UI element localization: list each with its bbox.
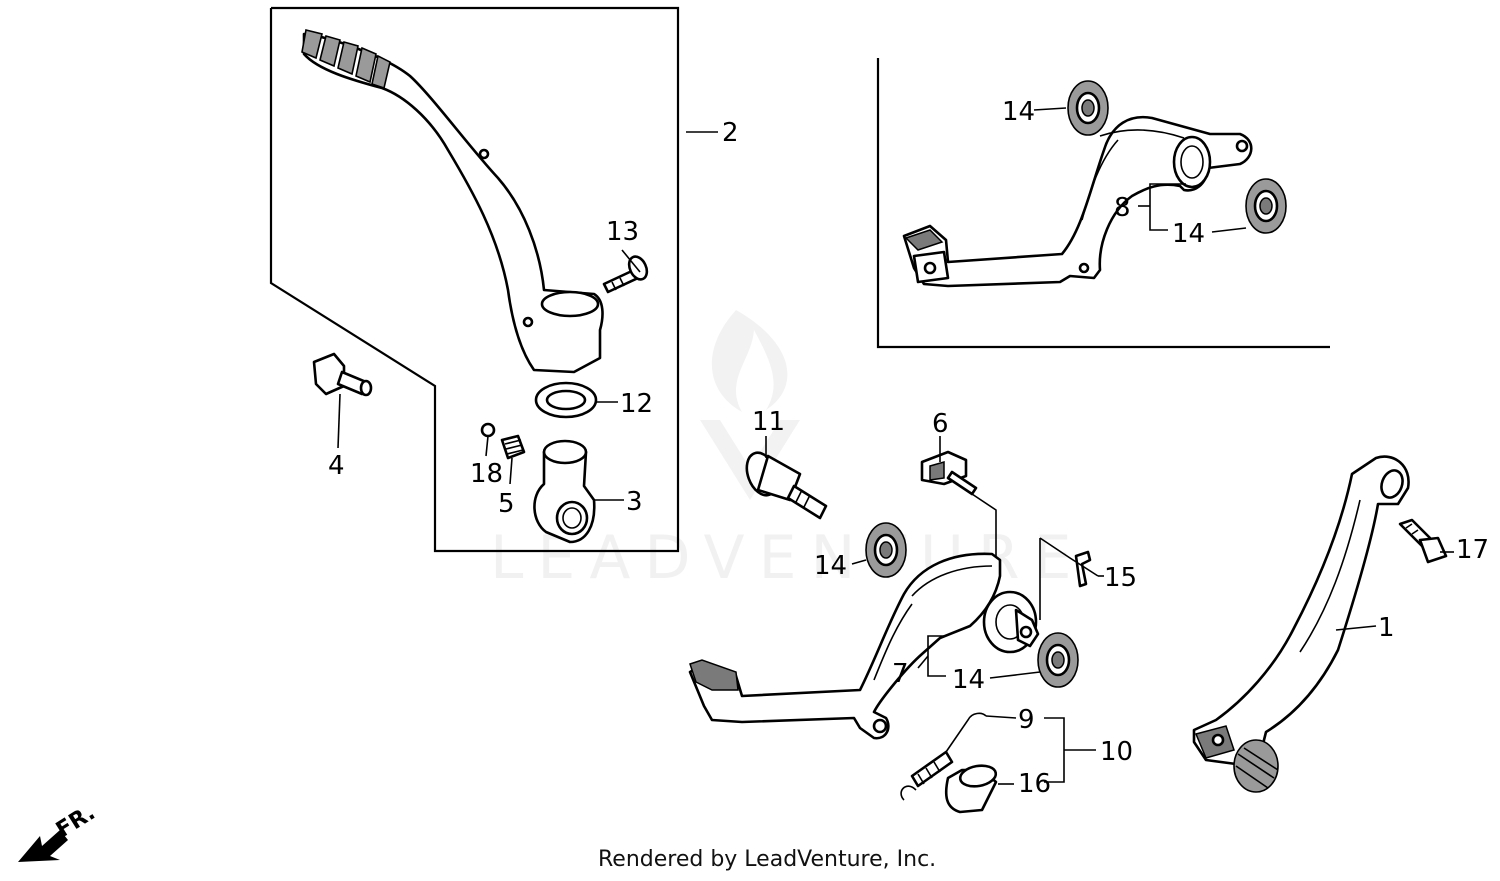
callout-5: 5 <box>498 489 515 519</box>
kick-starter-grip <box>301 29 391 90</box>
kick-starter-arm <box>301 29 604 374</box>
callout-17: 17 <box>1456 535 1489 565</box>
kick-spindle-3 <box>533 439 596 544</box>
brake-pedal-8 <box>902 115 1253 288</box>
bolt-13 <box>602 255 649 294</box>
leader-lines <box>337 107 1454 785</box>
front-direction-indicator: FR. <box>18 800 100 862</box>
callout-18: 18 <box>470 459 503 489</box>
flange-bolt-4 <box>312 352 373 397</box>
callout-8: 8 <box>1114 193 1131 223</box>
front-arrow-icon <box>18 830 68 862</box>
callout-6: 6 <box>932 409 949 439</box>
collar-16 <box>944 764 998 814</box>
callout-9: 9 <box>1018 705 1035 735</box>
bearing-14-upper <box>1067 80 1109 136</box>
callout-16: 16 <box>1018 769 1051 799</box>
callout-4: 4 <box>328 451 345 481</box>
callout-11: 11 <box>752 407 785 437</box>
callout-1: 1 <box>1378 613 1395 643</box>
bearing-14-right <box>1245 178 1287 234</box>
callout-12: 12 <box>620 389 653 419</box>
return-spring-9 <box>900 712 987 801</box>
footer-credit: Rendered by LeadVenture, Inc. <box>598 847 937 872</box>
joint-6 <box>920 450 978 496</box>
spring-5 <box>500 434 526 460</box>
callout-14-lower-right: 14 <box>952 665 985 695</box>
gear-shift-pedal-1 <box>1192 455 1410 793</box>
bearing-14-lower-left <box>865 522 907 578</box>
callout-13: 13 <box>606 217 639 247</box>
bolt-17 <box>1398 518 1448 564</box>
kickstarter-group-frame <box>269 6 680 553</box>
callout-7: 7 <box>892 659 909 689</box>
steel-ball-18 <box>480 422 496 438</box>
seal-12 <box>534 381 598 419</box>
callout-10: 10 <box>1100 737 1133 767</box>
callout-14-upper: 14 <box>1002 97 1035 127</box>
callout-3: 3 <box>626 487 643 517</box>
pivot-bolt-11 <box>745 451 828 520</box>
callout-labels: 1 2 3 4 5 6 7 8 9 10 11 12 13 14 14 14 1… <box>328 97 1489 799</box>
cotter-pin-15 <box>1074 550 1092 588</box>
callout-15: 15 <box>1104 563 1137 593</box>
shift-pedal-tip <box>1233 739 1279 793</box>
bearing-14-lower-right <box>1037 632 1079 688</box>
brake-pedal-group-frame <box>876 58 1330 349</box>
callout-2: 2 <box>722 118 739 148</box>
callout-14-right: 14 <box>1172 219 1205 249</box>
brake-pedal-7 <box>688 552 1040 740</box>
callout-14-lower-left: 14 <box>814 551 847 581</box>
